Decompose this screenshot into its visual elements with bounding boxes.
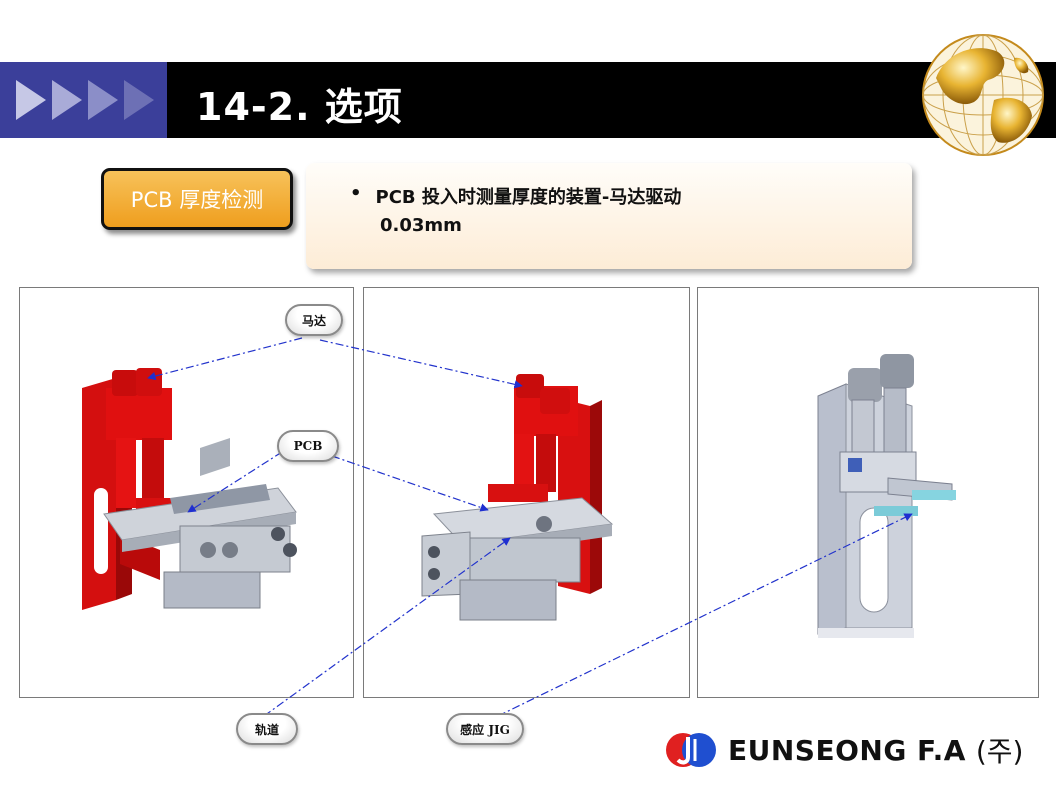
callout-rail: 轨道 [236,713,298,745]
company-logo: EUNSEONG F.A (주) [664,730,1023,770]
chevron-right-icon [124,80,154,120]
image-panel-pcb [363,287,690,698]
title-bar: 14-2. 选项 [0,62,1056,138]
machine-illustration-red [82,368,297,610]
image-panel-motor [19,287,354,698]
company-name: EUNSEONG F.A [728,733,966,767]
page-title: 14-2. 选项 [196,85,403,129]
description-line: • PCB 投入时测量厚度的装置-马达驱动 [350,183,681,209]
globe-icon [922,34,1044,156]
chevron-right-icon [52,80,82,120]
company-logo-icon [666,733,716,767]
chevron-block [0,62,167,138]
chevron-right-icon [16,80,46,120]
company-suffix: (주) [975,735,1024,768]
callout-jig: 感应 JIG [446,713,524,745]
description-text: PCB 投入时测量厚度的装置-马达驱动 [375,187,682,208]
option-tag: PCB 厚度检测 [101,168,293,230]
chevron-right-icon [88,80,118,120]
callout-pcb: PCB [277,430,339,462]
bullet-mark: • [350,183,362,204]
option-tag-label: PCB 厚度检测 [130,188,264,212]
callout-motor: 马达 [285,304,343,336]
machine-illustration-rotated [421,374,614,621]
machine-illustration-gray [817,354,956,638]
image-panel-jig [697,287,1039,698]
description-value: 0.03mm [380,215,462,236]
description-box: • PCB 投入时测量厚度的装置-马达驱动 0.03mm [306,163,912,269]
